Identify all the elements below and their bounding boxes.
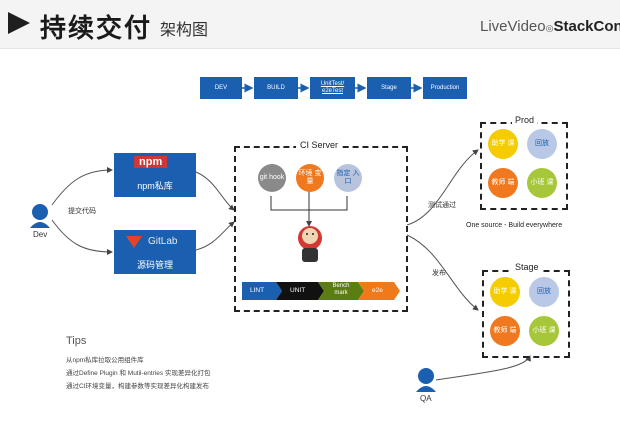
pipeline-step-build: BUILD xyxy=(254,77,298,99)
git-hook-circle: git hook xyxy=(258,164,286,192)
stage-teacher-circle: 教师 端 xyxy=(490,316,520,346)
release-label: 发布 xyxy=(432,270,446,277)
ci-to-prod-arrow xyxy=(406,149,479,226)
ci-stage-chevrons xyxy=(242,282,400,300)
qa-label: QA xyxy=(420,394,432,403)
e2e-label: e2e xyxy=(372,287,383,294)
prod-tutoring-circle: 助学 课 xyxy=(488,129,518,159)
prod-teacher-circle: 教师 端 xyxy=(488,168,518,198)
dev-person-icon xyxy=(30,204,50,228)
one-source-note: One source - Build everywhere xyxy=(466,222,563,229)
commit-label: 提交代码 xyxy=(68,208,96,215)
gitlab-box: GitLab 源码管理 xyxy=(114,230,196,274)
qa-person-icon xyxy=(416,368,436,392)
unit-label: UNIT xyxy=(290,287,306,294)
gitlab-fox-icon xyxy=(126,236,142,248)
stage-tutoring-circle: 助学 课 xyxy=(490,277,520,307)
pipeline-step-stage: Stage xyxy=(367,77,411,99)
stage-title: Stage xyxy=(512,262,542,272)
dev-to-gitlab-arrow xyxy=(51,219,113,255)
stage-smallclass-circle: 小班 课 xyxy=(529,316,559,346)
tip-line: 通过Define Plugin 和 Mutil-entries 实现差异化打包 xyxy=(66,370,211,377)
entry-circle: 指定 入口 xyxy=(334,164,362,192)
test-pass-label: 测试通过 xyxy=(428,202,456,209)
pipeline-step-test: UnitTest/ e2eTest xyxy=(310,77,355,99)
ci-stage-unit xyxy=(276,282,324,300)
prod-title: Prod xyxy=(512,115,538,125)
tip-line: 从npm私库拉取公用组件库 xyxy=(66,357,144,364)
stage-replay-circle: 回放 xyxy=(529,277,559,307)
pipeline-step-dev: DEV xyxy=(200,77,242,99)
ci-stage-lint xyxy=(242,282,282,300)
prod-replay-circle: 回放 xyxy=(527,129,557,159)
jenkins-icon xyxy=(298,226,322,262)
ci-to-stage-arrow xyxy=(406,234,479,311)
pipeline-step-production: Production xyxy=(423,77,467,99)
npm-label: npm私库 xyxy=(137,181,173,191)
gitlab-label: 源码管理 xyxy=(136,260,173,270)
ci-stage-e2e xyxy=(358,282,400,300)
lint-label: LINT xyxy=(250,287,265,294)
event-logo: LiveVideo◎StackCon xyxy=(480,18,620,35)
gitlab-to-ci-arrow xyxy=(195,221,235,251)
ci-server-title: CI Server xyxy=(296,140,343,150)
dev-to-npm-arrow xyxy=(51,167,113,206)
qa-to-stage-arrow xyxy=(435,355,531,381)
ci-stage-benchmark xyxy=(318,282,364,300)
tips-title: Tips xyxy=(66,335,87,347)
dev-label: Dev xyxy=(33,230,48,239)
title-arrow-icon xyxy=(8,12,30,34)
npm-logo: npm xyxy=(134,156,168,168)
npm-box: npm npm私库 xyxy=(114,153,196,197)
benchmark-label: Bench mark xyxy=(332,283,350,296)
npm-to-ci-arrow xyxy=(195,171,235,211)
env-var-circle: 环境 变量 xyxy=(296,164,324,192)
page-subtitle: 架构图 xyxy=(160,20,209,39)
prod-smallclass-circle: 小班 课 xyxy=(527,168,557,198)
page-title: 持续交付 xyxy=(40,14,153,44)
title-bar xyxy=(0,0,620,49)
tip-line: 通过CI环境变量，构建参数等实现差异化构建发布 xyxy=(66,383,209,390)
gitlab-logo-text: GitLab xyxy=(148,236,178,247)
